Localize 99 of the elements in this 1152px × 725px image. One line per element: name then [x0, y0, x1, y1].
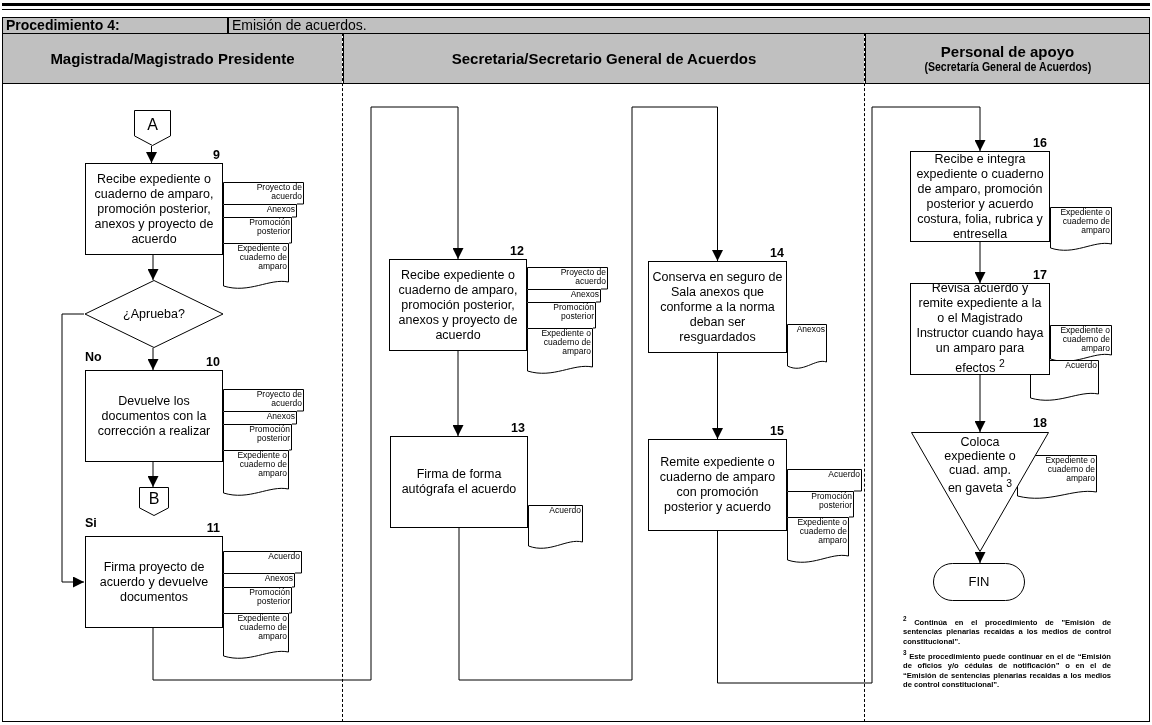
edge-label: No [85, 350, 102, 364]
decision-text: ¿Aprueba? [122, 307, 186, 321]
connector-letter: A [146, 118, 159, 132]
step-number: 11 [206, 521, 220, 535]
end-terminator [933, 563, 1025, 601]
swimlane [343, 33, 865, 722]
document-symbol [1050, 325, 1112, 363]
document-label: Expediente o cuaderno de amparo [1060, 208, 1110, 235]
edge-label: Si [85, 516, 97, 530]
document-label: Acuerdo [268, 552, 300, 561]
document-symbol [528, 505, 583, 550]
process-text: Recibe expediente o cuaderno de amparo, promoción posterior, anexos y proyecto de acuerdo [93, 171, 215, 247]
document-symbol [787, 517, 849, 564]
document-symbol [223, 424, 292, 450]
document-symbol [527, 328, 593, 375]
document-label: Promoción posterior [248, 588, 290, 606]
document-label: Expediente o cuaderno de amparo [237, 244, 287, 271]
document-symbol [223, 450, 289, 497]
document-label: Proyecto de acuerdo [559, 268, 606, 286]
document-symbol [787, 324, 827, 370]
lane-title: Personal de apoyo [940, 42, 1075, 60]
document-symbol [527, 302, 596, 328]
swimlane [865, 33, 1150, 722]
document-symbol [223, 587, 292, 613]
arrow [147, 461, 159, 488]
arrow [61, 313, 85, 588]
arrow [147, 347, 159, 371]
step-number: 17 [1033, 268, 1047, 282]
document-label: Expediente o cuaderno de amparo [237, 451, 287, 478]
arrow [974, 551, 986, 564]
document-symbol [223, 613, 289, 660]
document-label: Anexos [264, 574, 293, 583]
process-text: Devuelve los documentos con la corrección a realizar [96, 393, 212, 439]
document-symbol [223, 243, 289, 290]
document-symbol [223, 182, 304, 204]
step-number: 16 [1033, 136, 1047, 150]
document-symbol [223, 204, 297, 217]
document-label: Promoción posterior [810, 492, 852, 510]
document-label: Proyecto de acuerdo [255, 390, 302, 408]
document-label: Anexos [266, 205, 295, 214]
step-number: 14 [770, 246, 784, 260]
step-number: 13 [511, 421, 525, 435]
document-label: Promoción posterior [552, 303, 594, 321]
document-symbol [223, 551, 302, 573]
document-symbol [787, 469, 862, 491]
document-symbol [223, 389, 304, 411]
document-symbol [787, 491, 854, 517]
arrow [452, 350, 464, 437]
connector-letter: B [147, 491, 161, 506]
document-label: Acuerdo [1065, 361, 1097, 370]
document-label: Promoción posterior [248, 218, 290, 236]
arrow [146, 145, 157, 164]
arrow [974, 241, 986, 284]
document-label: Anexos [266, 412, 295, 421]
document-label: Expediente o cuaderno de amparo [1060, 326, 1110, 353]
step-number: 15 [770, 424, 784, 438]
document-label: Proyecto de acuerdo [255, 183, 302, 201]
process-text: Conserva en seguro de Sala anexos que conforme a la norma deban ser resguardados [651, 269, 784, 345]
arrow [712, 352, 723, 440]
process-text: Remite expediente o cuaderno de amparo con promoción posterior y acuerdo [658, 455, 777, 515]
arrow [458, 106, 723, 681]
lane-title: Secretaria/Secretario General de Acuerdos [451, 50, 757, 67]
document-label: Acuerdo [828, 470, 860, 479]
step-number: 9 [213, 148, 220, 162]
step-number: 12 [510, 244, 524, 258]
terminator-text: FIN [967, 575, 991, 589]
document-symbol [527, 289, 601, 302]
step-number: 10 [206, 355, 220, 369]
arrow [717, 106, 986, 684]
arrow [152, 106, 464, 681]
off-page-connector [139, 487, 169, 516]
document-symbol [223, 573, 295, 587]
document-label: Anexos [796, 325, 825, 334]
swimlane [2, 33, 343, 722]
process-text: Recibe expediente o cuaderno de amparo, promoción posterior, anexos y proyecto de acuerdo [397, 267, 519, 343]
procedure-number: Procedimiento 4: [2, 17, 228, 34]
document-symbol [1050, 207, 1112, 252]
document-label: Expediente o cuaderno de amparo [541, 329, 591, 356]
arrow [974, 374, 986, 433]
lane-title: (Secretaría General de Acuerdos) [924, 59, 1091, 75]
decision-diamond [85, 280, 223, 348]
document-symbol [223, 411, 297, 424]
lane-title: Magistrada/Magistrado Presidente [50, 50, 295, 67]
document-label: Anexos [570, 290, 599, 299]
document-label: Expediente o cuaderno de amparo [237, 614, 287, 641]
procedure-title: Emisión de acuerdos. [228, 17, 1150, 34]
arrow [147, 254, 159, 281]
document-label: Expediente o cuaderno de amparo [1045, 456, 1095, 483]
document-label: Acuerdo [549, 506, 581, 515]
off-page-connector [134, 110, 171, 146]
document-label: Promoción posterior [248, 425, 290, 443]
process-text: Firma de forma autógrafa el acuerdo [400, 467, 518, 497]
step-number: 18 [1033, 416, 1047, 430]
process-text: Firma proyecto de acuerdo y devuelve documentos [98, 559, 210, 605]
archive-text: Coloca expediente o cuad. amp. en gaveta $^{3}$ [943, 435, 1017, 496]
process-text: Recibe e integra expediente o cuaderno de amparo, promoción posterior y acuerdo costura, folia, rubrica y entresella [915, 151, 1045, 242]
document-symbol [223, 217, 292, 243]
document-symbol [527, 267, 608, 289]
document-label: Expediente o cuaderno de amparo [797, 518, 847, 545]
